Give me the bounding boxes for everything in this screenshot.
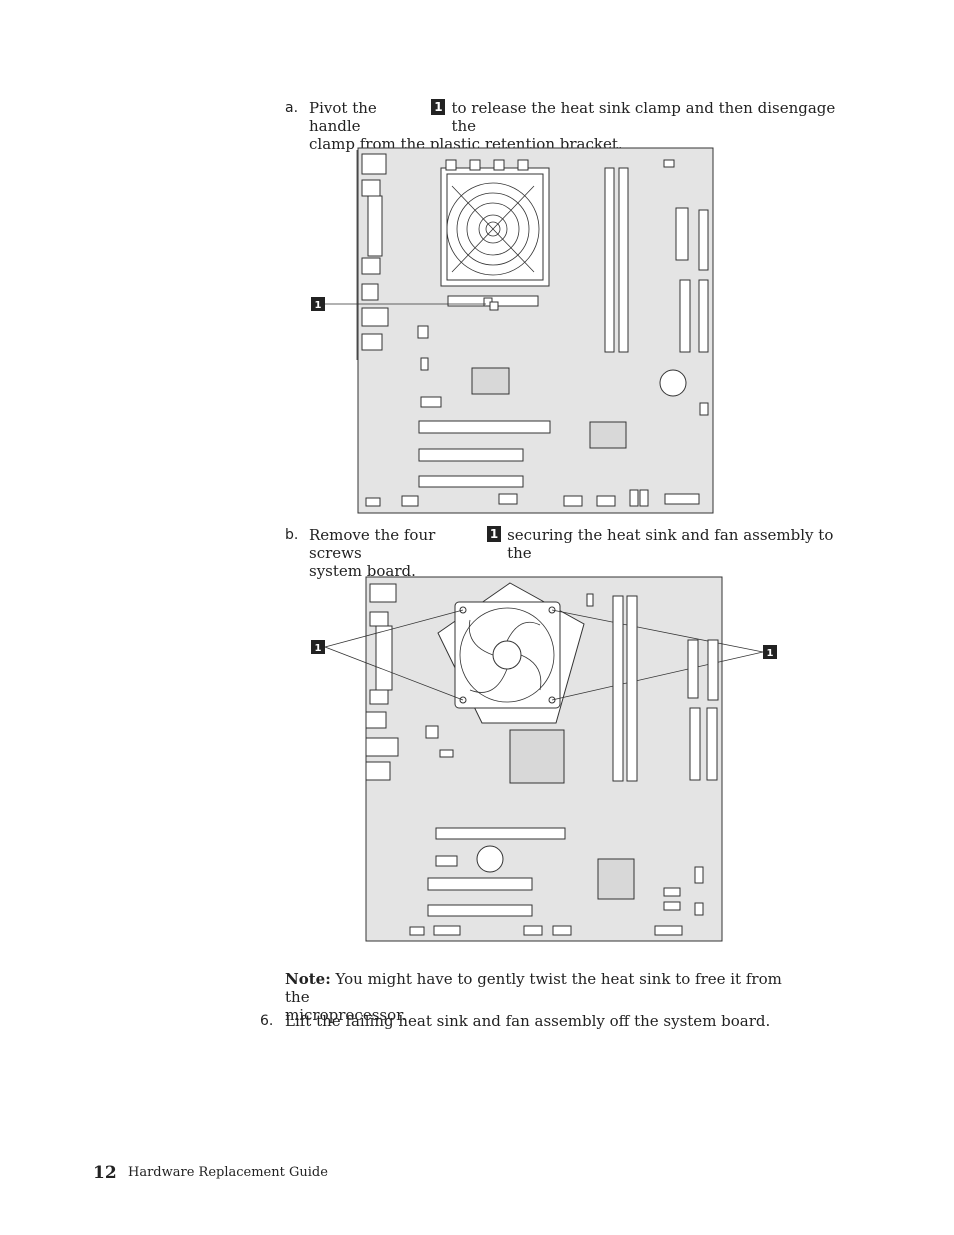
figure-heat-sink-screws: 1 1 (311, 576, 777, 942)
note-line1: You might have to gently twist the heat … (285, 970, 782, 1006)
note: Note: You might have to gently twist the… (285, 970, 785, 1024)
figure1-callout: 1 (315, 300, 322, 311)
note-label: Note: (285, 970, 331, 988)
step-b-line2: system board. (309, 562, 416, 580)
step-6-text: Lift the failing heat sink and fan assem… (285, 1012, 771, 1030)
step-6-number: 6. (260, 1013, 274, 1029)
figure-heat-sink-clamp: 1 (311, 147, 714, 514)
page-number: 12 (93, 1163, 117, 1183)
step-b-text: Remove the four screws 1 securing the he… (309, 526, 840, 580)
figure2-callout-right: 1 (767, 648, 774, 659)
step-a-text-after: to release the heat sink clamp and then … (451, 99, 836, 135)
step-a-letter: a. (285, 100, 299, 116)
step-b-letter: b. (285, 527, 299, 543)
callout-badge: 1 (431, 99, 446, 115)
note-line2: microprocessor. (285, 1006, 407, 1024)
callout-badge: 1 (487, 526, 502, 542)
footer-title: Hardware Replacement Guide (128, 1165, 328, 1180)
step-b-text-after: securing the heat sink and fan assembly … (507, 526, 834, 562)
figure2-callout-left: 1 (315, 643, 322, 654)
step-a-text-before: Pivot the handle (309, 99, 377, 135)
step-b-text-before: Remove the four screws (309, 526, 436, 562)
